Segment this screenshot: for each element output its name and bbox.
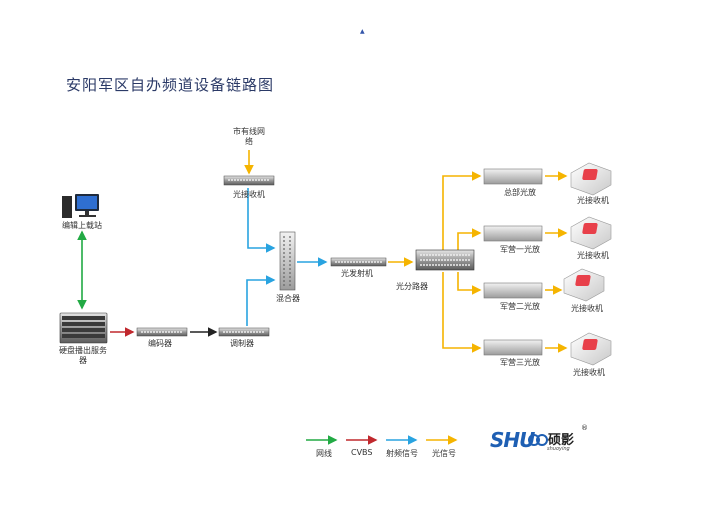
link-opt-splitter-1 — [457, 228, 482, 252]
link-rf-modulator-mixer — [246, 275, 276, 326]
optical-transmitter-device — [330, 257, 387, 267]
label-optical-receiver-top: 光接收机 — [233, 190, 265, 199]
link-rf-receiver-mixer — [247, 188, 276, 253]
label-optical-transmitter: 光发射机 — [341, 269, 373, 278]
label-disk-server: 硬盘播出服务 器 — [59, 346, 107, 365]
link-opt-splitter-hq — [442, 171, 482, 252]
optical-receiver-icon — [570, 332, 612, 366]
label-mixer: 混合器 — [276, 294, 300, 303]
link-opt-splitter-3 — [442, 272, 482, 353]
label-receiver-2: 光接收机 — [577, 251, 609, 260]
label-amp-hq: 总部光放 — [504, 188, 536, 197]
label-encoder: 编码器 — [148, 339, 172, 348]
label-amp-2: 军营二光放 — [500, 302, 540, 311]
amp-hq-device — [483, 168, 543, 185]
mixer-device — [279, 231, 296, 291]
link-opt-splitter-2 — [457, 272, 482, 295]
label-receiver-3: 光接收机 — [571, 304, 603, 313]
legend-label-cvbs: CVBS — [351, 448, 373, 457]
logo-registered-mark: ® — [581, 424, 588, 432]
label-edit-workstation: 编辑上载站 — [62, 221, 102, 230]
logo-chinese: 硕影 — [548, 433, 575, 448]
top-marker-icon: ▲ — [360, 28, 365, 35]
label-modulator: 调制器 — [230, 339, 254, 348]
encoder-device — [136, 327, 188, 337]
label-cable-network: 市有线网 络 — [233, 127, 265, 146]
optical-splitter-device — [415, 249, 475, 271]
label-receiver-4: 光接收机 — [573, 368, 605, 377]
optical-receiver-icon — [570, 162, 612, 196]
logo-emblem — [528, 434, 548, 446]
legend-label-rf: 射频信号 — [386, 449, 418, 458]
legend-label-network: 网线 — [316, 449, 332, 458]
amp-2-device — [483, 282, 543, 299]
optical-receiver-icon — [570, 216, 612, 250]
logo-subtitle: shuoying — [547, 446, 570, 452]
amp-3-device — [483, 339, 543, 356]
optical-receiver-top-device — [223, 175, 275, 186]
page-title: 安阳军区自办频道设备链路图 — [66, 76, 275, 94]
server-icon — [59, 312, 108, 344]
label-amp-1: 军营一光放 — [500, 245, 540, 254]
label-receiver-1: 光接收机 — [577, 196, 609, 205]
legend-label-optical: 光信号 — [432, 449, 456, 458]
modulator-device — [218, 327, 270, 337]
logo-text: SHU — [490, 428, 535, 452]
optical-receiver-icon — [563, 268, 605, 302]
amp-1-device — [483, 225, 543, 242]
label-optical-splitter: 光分路器 — [396, 282, 428, 291]
label-amp-3: 军营三光放 — [500, 358, 540, 367]
computer-icon — [62, 194, 99, 218]
